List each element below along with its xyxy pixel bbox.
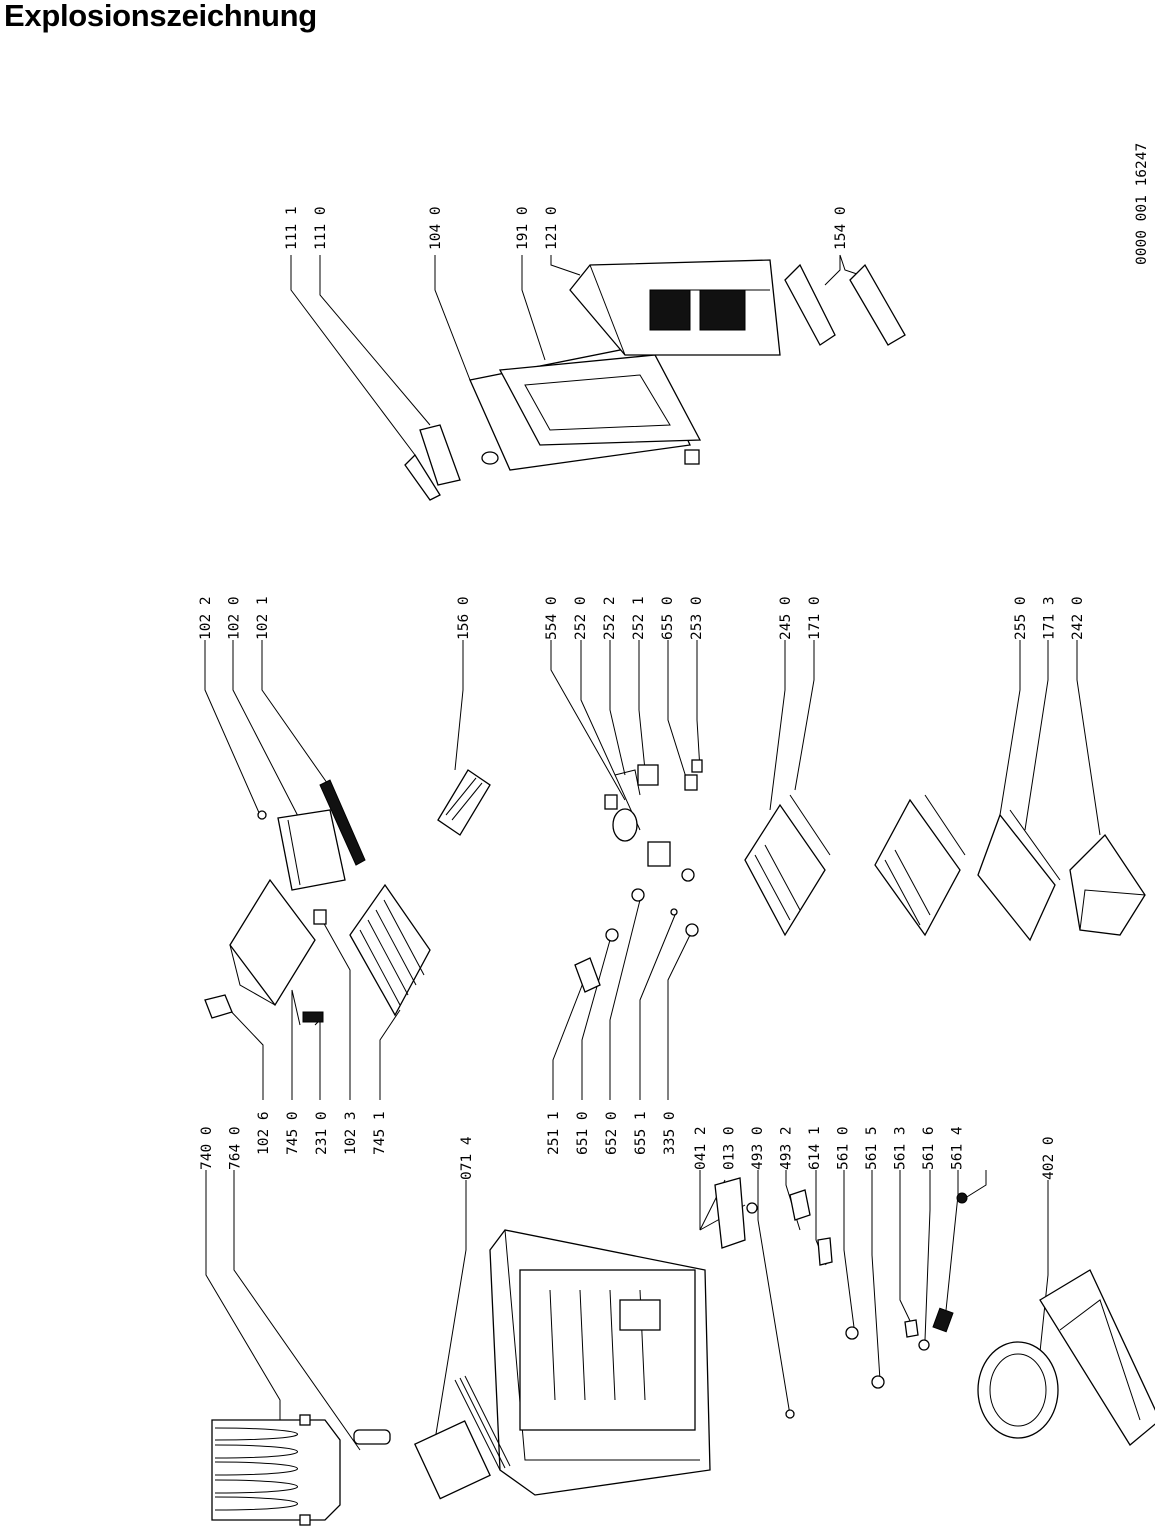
part-number-label: 121 0 [544,206,560,250]
filter-dryer-part [353,1429,391,1445]
condenser-coil-part [211,1414,341,1526]
part-number-label: 252 0 [573,596,589,640]
part-number-label: 561 0 [836,1126,852,1170]
part-number-label: 561 6 [921,1126,937,1170]
part-number-label: 561 4 [950,1126,966,1170]
part-number-label: 071 4 [459,1136,475,1180]
cabinet-part [413,1229,711,1500]
compressor-part [977,1269,1155,1446]
part-number-label: 614 1 [807,1126,823,1170]
part-number-label: 745 1 [372,1111,388,1155]
part-number-label: 655 1 [633,1111,649,1155]
part-number-label: 013 0 [722,1126,738,1170]
evaporator-plate-part [204,878,327,1023]
door-rack-part [257,779,366,891]
part-number-label: 102 1 [255,596,271,640]
part-number-label: 493 0 [750,1126,766,1170]
thermostat-part [574,759,703,993]
part-number-label: 102 2 [198,596,214,640]
page-title: Explosionszeichnung [4,0,317,33]
hinge-part [714,1177,968,1419]
part-number-label: 242 0 [1070,596,1086,640]
ice-tray-part [437,769,491,836]
drawing-number: 0000 001 16247 [1134,143,1150,265]
part-number-label: 154 0 [833,206,849,250]
part-number-label: 156 0 [456,596,472,640]
part-number-label: 335 0 [662,1111,678,1155]
part-number-label: 102 0 [227,596,243,640]
part-number-label: 041 2 [693,1126,709,1170]
part-number-label: 231 0 [314,1111,330,1155]
part-number-label: 554 0 [544,596,560,640]
part-number-label: 252 2 [602,596,618,640]
part-number-labels: 740 0 764 0 071 4 041 2 013 0 493 0 493 2 614 1… [198,206,1086,1180]
part-number-label: 652 0 [604,1111,620,1155]
part-number-label: 651 0 [575,1111,591,1155]
part-number-label: 402 0 [1041,1136,1057,1180]
part-number-label: 171 3 [1042,596,1058,640]
leader-lines [204,254,1101,1451]
part-number-label: 493 2 [779,1126,795,1170]
crisper-part [977,809,1146,942]
part-number-label: 655 0 [660,596,676,640]
part-number-label: 252 1 [631,596,647,640]
part-number-label: 102 6 [256,1111,272,1155]
part-number-label: 253 0 [689,596,705,640]
part-number-label: 255 0 [1013,596,1029,640]
evaporator-shelf-part [349,883,431,1017]
door-handle-part [404,424,461,501]
part-number-label: 191 0 [515,206,531,250]
inner-door-part [569,259,781,356]
door-frame-part [469,344,702,471]
part-number-label: 104 0 [428,206,444,250]
door-balcony-part [784,263,906,346]
part-number-label: 111 1 [284,206,300,250]
part-number-label: 102 3 [343,1111,359,1155]
part-number-label: 764 0 [228,1126,244,1170]
part-number-label: 740 0 [199,1126,215,1170]
part-drawings [204,259,1155,1526]
shelf-grid-part [744,794,966,937]
part-number-label: 111 0 [313,206,329,250]
part-number-label: 745 0 [285,1111,301,1155]
part-number-label: 245 0 [778,596,794,640]
part-number-label: 561 5 [864,1126,880,1170]
part-number-label: 561 3 [893,1126,909,1170]
part-number-label: 251 1 [546,1111,562,1155]
part-number-label: 171 0 [807,596,823,640]
